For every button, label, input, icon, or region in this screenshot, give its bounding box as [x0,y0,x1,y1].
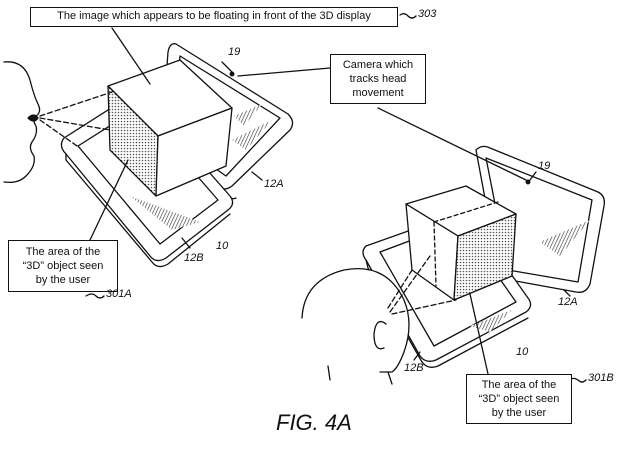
right-camera-dot [525,179,531,185]
left-lower-glare [130,196,200,230]
right-base-edge [365,259,529,368]
left-camera-dot [229,71,235,77]
leader-303 [399,13,417,19]
figure-label: FIG. 4A [276,410,352,435]
left-upper-glare [232,120,272,150]
leader-12A-left [251,171,263,181]
sightline-r1 [387,269,413,309]
leader-19-right [529,171,537,181]
sightline-2 [39,117,111,131]
leader-camera [377,107,527,181]
right-viewer-head [301,268,410,373]
ref-301A: 301A [106,288,132,300]
right-device [237,67,606,385]
ref-10-right: 10 [516,346,529,358]
callout-area-left: The area of the “3D” object seen by the … [8,240,118,292]
left-device [3,13,417,299]
left-viewer-eye [27,114,39,122]
callout-area-right: The area of the “3D” object seen by the … [466,374,572,424]
left-base-edge [65,153,231,268]
callout-floating-image: The image which appears to be floating i… [30,7,398,27]
left-upper-glare-2 [234,104,262,126]
sightline-3 [39,119,81,149]
leader-12B-left [181,237,191,249]
right-viewer-neck [327,365,393,385]
leader-camera-left [237,67,331,77]
right-cube-dashed [433,201,499,287]
right-upper-glare [540,220,590,256]
leader-floating-image [111,27,151,85]
ref-19-left: 19 [228,46,241,58]
right-lower-glare [470,310,512,332]
callout-camera: Camera which tracks head movement [330,54,426,104]
ref-12A-left: 12A [264,178,284,190]
ref-12A-right: 12A [558,296,578,308]
ref-12B-right: 12B [404,362,424,374]
left-viewer-face [3,61,41,184]
ref-303: 303 [418,8,437,20]
left-cube-side [155,107,233,197]
ref-301B: 301B [588,372,614,384]
leader-area-right [469,293,489,375]
leader-area-left [89,159,129,241]
ref-10-left: 10 [216,240,229,252]
ref-19-right: 19 [538,160,551,172]
right-cube-side [453,213,517,301]
sightline-1 [39,91,113,117]
sightline-r2 [391,299,457,315]
leader-19-left [221,61,233,73]
sightline-r3 [389,255,431,313]
right-viewer-ear [373,320,387,350]
leader-12B-right [413,351,421,361]
leader-12A-right [563,289,571,297]
ref-12B-left: 12B [184,252,204,264]
leader-301A [85,293,105,299]
